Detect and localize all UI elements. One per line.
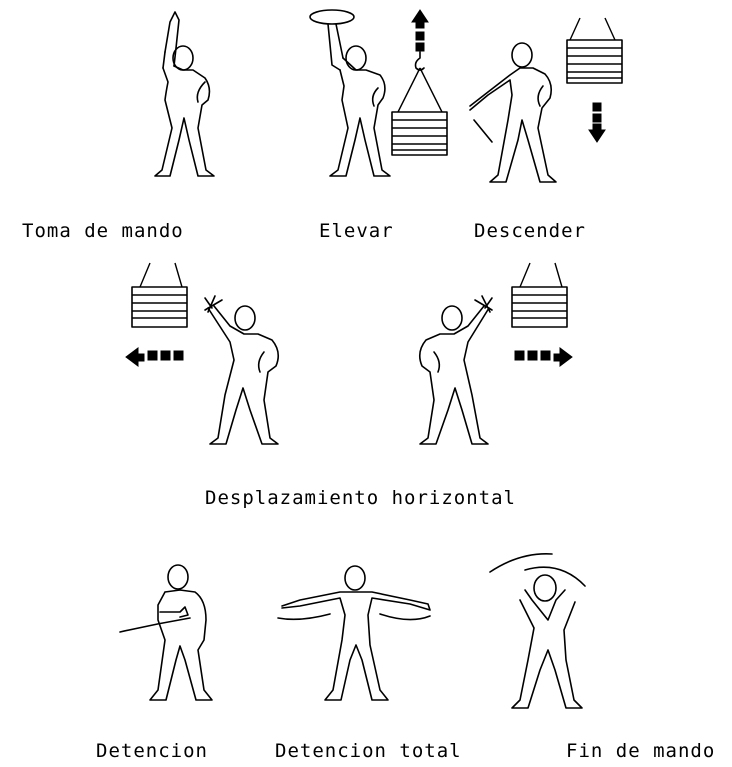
signal-fin-de-mando-figure: [489, 553, 586, 709]
label-desplazamiento-horizontal: Desplazamiento horizontal: [205, 487, 516, 509]
label-toma-de-mando: Toma de mando: [22, 220, 184, 242]
label-fin-de-mando: Fin de mando: [566, 740, 716, 762]
label-detencion: Detencion: [96, 740, 208, 762]
signal-detencion-figure: [119, 564, 213, 701]
label-detencion-total: Detencion total: [275, 740, 462, 762]
label-descender: Descender: [474, 220, 586, 242]
signal-descender-figure: [469, 17, 623, 183]
signal-desplazamiento-left-figure: [125, 262, 280, 445]
label-elevar: Elevar: [319, 220, 394, 242]
signal-desplazamiento-right-figure: [418, 262, 573, 445]
signal-elevar-figure: [309, 9, 448, 177]
signal-detencion-total-figure: [277, 565, 431, 701]
signal-toma-de-mando-figure: [154, 11, 215, 177]
